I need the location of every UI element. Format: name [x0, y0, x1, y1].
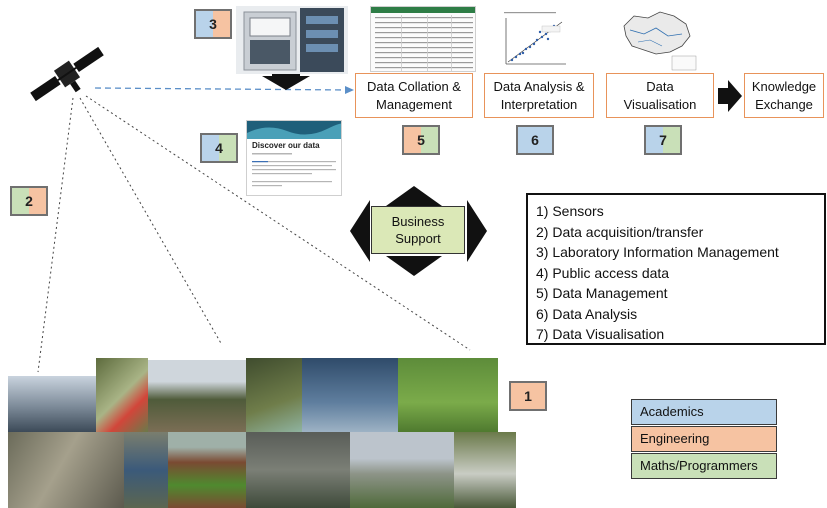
- business-support-label: Business Support: [391, 214, 445, 246]
- step-badge-2: 2: [10, 186, 48, 216]
- sensor-photo-stream: [124, 432, 168, 508]
- process-legend: 1) Sensors 2) Data acquisition/transfer …: [526, 193, 826, 345]
- public-data-webpage: Discover our data: [246, 120, 342, 196]
- sensor-photo-track: [8, 432, 124, 508]
- step-badge-1: 1: [509, 381, 547, 411]
- step-badge-number: 7: [659, 132, 667, 148]
- sensor-photo-outfall: [246, 432, 350, 508]
- step-badge-number: 5: [417, 132, 425, 148]
- legend-item: 5) Data Management: [536, 285, 668, 301]
- business-left-arrow: [350, 200, 370, 262]
- step-badge-number: 2: [25, 193, 33, 209]
- business-support-box: Business Support: [371, 206, 465, 254]
- sensor-photo-sampling: [96, 358, 148, 432]
- stage-data-collation-label: Data Collation & Management: [367, 78, 461, 112]
- sensor-photo-collage: [8, 358, 518, 508]
- transfer-arrow: [94, 87, 349, 91]
- step-badge-number: 6: [531, 132, 539, 148]
- step-badge-number: 3: [209, 16, 217, 32]
- legend-item: 2) Data acquisition/transfer: [536, 223, 704, 240]
- scatter-plot-thumbnail: [490, 4, 572, 74]
- legend-item: 3) Laboratory Information Management: [536, 244, 779, 260]
- satellite-link-line: [85, 95, 471, 351]
- sensor-photo-weather-station: [302, 358, 398, 432]
- sensor-photo-field-laptop: [398, 358, 498, 432]
- sensor-photo-boat: [8, 376, 96, 432]
- stage-knowledge-exchange: Knowledge Exchange: [744, 73, 824, 118]
- sensor-photo-treatment-works: [350, 432, 454, 508]
- step-badge-number: 4: [215, 140, 223, 156]
- satellite-link-line: [37, 97, 74, 373]
- step-badge-3: 3: [194, 9, 232, 39]
- satellite-icon: [30, 46, 104, 102]
- step-badge-number: 1: [524, 388, 532, 404]
- sensor-photo-river: [454, 432, 516, 508]
- team-engineering: Engineering: [631, 426, 777, 452]
- stage-data-visualisation: Data Visualisation: [606, 73, 714, 118]
- stage-data-collation: Data Collation & Management: [355, 73, 473, 118]
- transfer-arrowhead: [345, 86, 354, 94]
- team-maths-programmers: Maths/Programmers: [631, 453, 777, 479]
- stage-knowledge-exchange-label: Knowledge Exchange: [751, 78, 817, 112]
- step-badge-7: 7: [644, 125, 682, 155]
- stage-data-visualisation-label: Data Visualisation: [623, 78, 697, 112]
- knowledge-arrow: [718, 80, 742, 112]
- legend-item: 4) Public access data: [536, 264, 670, 281]
- stage-data-analysis: Data Analysis & Interpretation: [484, 73, 594, 118]
- lab-down-arrow: [262, 72, 310, 90]
- stage-data-analysis-label: Data Analysis & Interpretation: [493, 78, 585, 112]
- step-badge-5: 5: [402, 125, 440, 155]
- sensor-photo-roadside: [148, 360, 246, 432]
- legend-item: 7) Data Visualisation: [536, 326, 665, 342]
- step-badge-4: 4: [200, 133, 238, 163]
- legend-item: 6) Data Analysis: [536, 305, 638, 322]
- sensor-photo-logger: [246, 358, 302, 432]
- business-up-arrow: [386, 186, 442, 206]
- webpage-heading: Discover our data: [252, 141, 320, 150]
- map-thumbnail: [616, 6, 700, 74]
- sensor-photo-crop-field: [168, 432, 246, 508]
- step-badge-6: 6: [516, 125, 554, 155]
- lab-equipment-photo: [236, 6, 348, 74]
- team-academics: Academics: [631, 399, 777, 425]
- business-down-arrow: [386, 256, 442, 276]
- business-right-arrow: [467, 200, 487, 262]
- legend-item: 1) Sensors: [536, 203, 604, 219]
- spreadsheet-thumbnail: [370, 6, 476, 72]
